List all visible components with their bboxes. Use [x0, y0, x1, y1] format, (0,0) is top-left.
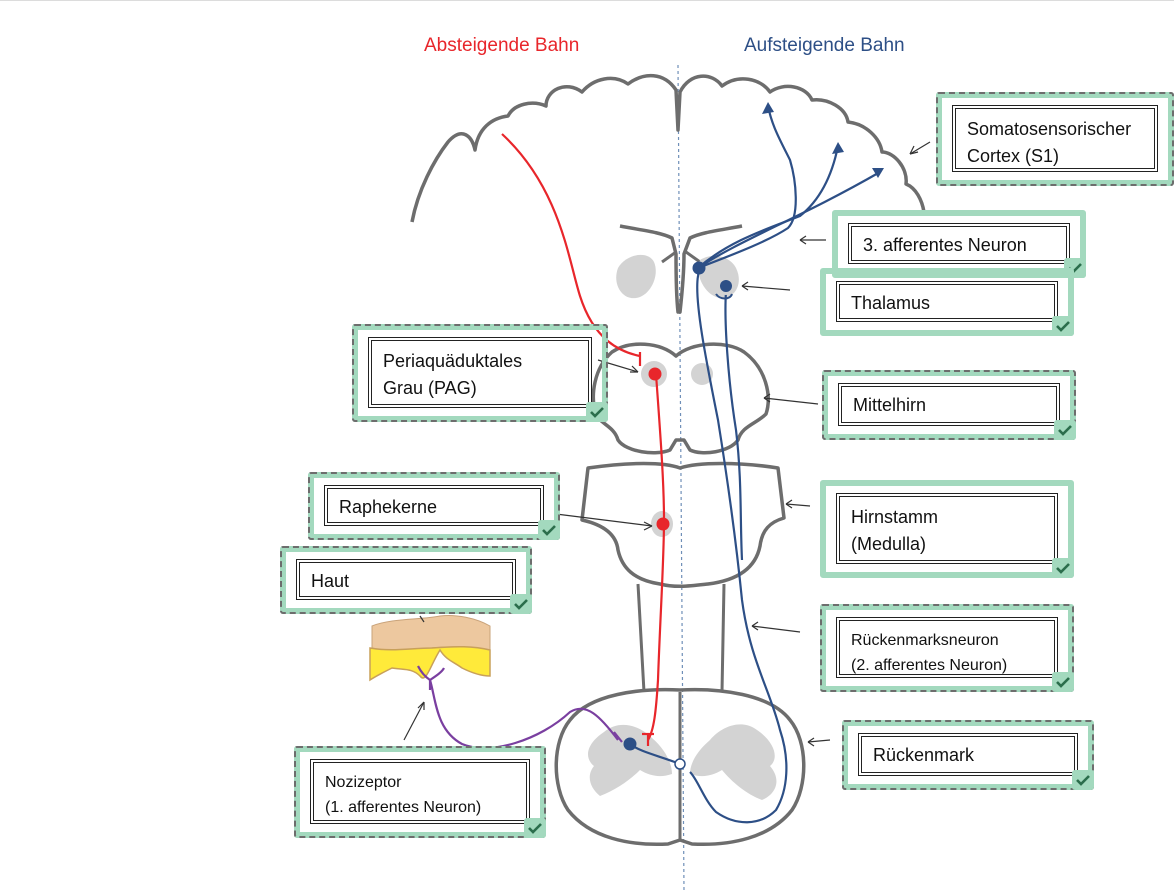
- thalamus-neuron: [692, 261, 706, 275]
- commissure-point: [674, 758, 686, 770]
- cortex-label-zone[interactable]: Somatosensorischer Cortex (S1): [936, 92, 1174, 186]
- neuron3-label-zone[interactable]: 3. afferentes Neuron: [832, 210, 1086, 278]
- spinal-cord-label-line1: Rückenmark: [873, 745, 975, 765]
- spinal-tract-outline: [636, 583, 726, 693]
- raphe-label-line1: Raphekerne: [339, 497, 438, 517]
- midbrain-label-zone[interactable]: Mittelhirn: [822, 370, 1076, 440]
- skin-fat-layer: [369, 645, 491, 682]
- check-icon: [1054, 420, 1076, 440]
- neuron3-label-box: 3. afferentes Neuron: [848, 223, 1070, 264]
- spinal-neuron-label-box: Rückenmarksneuron (2. afferentes Neuron): [836, 617, 1058, 678]
- spinal-cord-label-zone[interactable]: Rückenmark: [842, 720, 1094, 790]
- arrowhead-1: [762, 102, 774, 114]
- skin-label-line1: Haut: [311, 571, 350, 591]
- medulla-outline: [580, 461, 786, 589]
- raphe-label-box: Raphekerne: [324, 485, 544, 526]
- medulla-label-line2: (Medulla): [851, 534, 927, 554]
- spinal-neuron-label-line2: (2. afferentes Neuron): [851, 657, 1008, 674]
- pag-label-box: Periaquäduktales Grau (PAG): [368, 337, 592, 408]
- thalamus-inner: [661, 250, 701, 264]
- check-icon: [538, 520, 560, 540]
- check-icon: [1052, 558, 1074, 578]
- pag-label-line1: Periaquäduktales: [383, 351, 523, 371]
- raphe-neuron: [656, 517, 670, 531]
- cortex-label-line2: Cortex (S1): [967, 146, 1060, 166]
- cortex-label-box: Somatosensorischer Cortex (S1): [952, 105, 1158, 172]
- thalamus-outline: [619, 224, 743, 314]
- skin-label-box: Haut: [296, 559, 516, 600]
- medulla-label-zone[interactable]: Hirnstamm (Medulla): [820, 480, 1074, 578]
- grey-matter-left: [588, 724, 672, 796]
- check-icon: [510, 594, 532, 614]
- midbrain-outline: [591, 342, 770, 455]
- nociceptor-label-line1: Nozizeptor: [325, 774, 402, 791]
- descending-pathway-header: Absteigende Bahn: [424, 35, 580, 56]
- thalamus-label-zone[interactable]: Thalamus: [820, 268, 1074, 336]
- ascending-pathway: [629, 105, 881, 824]
- spinal-neuron-label-line1: Rückenmarksneuron: [851, 632, 999, 649]
- nociceptor-label-line2: (1. afferentes Neuron): [325, 799, 482, 816]
- cortex-label-line1: Somatosensorischer: [967, 119, 1132, 139]
- thalamus-nucleus-left: [616, 254, 656, 299]
- neuron3-label-line1: 3. afferentes Neuron: [863, 235, 1027, 255]
- check-icon: [1052, 316, 1074, 336]
- pag-label-line2: Grau (PAG): [383, 378, 477, 398]
- arrowhead-3: [872, 168, 884, 178]
- ascending-pathway-header: Aufsteigende Bahn: [744, 35, 905, 56]
- thalamus-synapse: [715, 293, 733, 300]
- thalamus-label-box: Thalamus: [836, 281, 1058, 322]
- cortex-outline: [410, 74, 926, 223]
- medulla-label-line1: Hirnstamm: [851, 507, 939, 527]
- pag-neuron: [648, 367, 662, 381]
- raphe-label-zone[interactable]: Raphekerne: [308, 472, 560, 540]
- arrowhead-2: [832, 142, 844, 154]
- descending-pathway: [501, 133, 666, 746]
- thalamus-label-line1: Thalamus: [851, 293, 931, 313]
- skin-top-layer: [371, 615, 491, 651]
- medulla-label-box: Hirnstamm (Medulla): [836, 493, 1058, 564]
- nociceptor-label-zone[interactable]: Nozizeptor (1. afferentes Neuron): [294, 746, 546, 838]
- midbrain-label-box: Mittelhirn: [838, 383, 1060, 426]
- skin-label-zone[interactable]: Haut: [280, 546, 532, 614]
- pag-label-zone[interactable]: Periaquäduktales Grau (PAG): [352, 324, 608, 422]
- grey-matter-right: [690, 724, 777, 800]
- check-icon: [586, 402, 608, 422]
- midbrain-label-line1: Mittelhirn: [853, 395, 927, 415]
- check-icon: [1072, 770, 1094, 790]
- check-icon: [524, 818, 546, 838]
- check-icon: [1052, 672, 1074, 692]
- spinal-neuron: [623, 737, 637, 751]
- spinal-neuron-label-zone[interactable]: Rückenmarksneuron (2. afferentes Neuron): [820, 604, 1074, 692]
- nociceptor-label-box: Nozizeptor (1. afferentes Neuron): [310, 759, 530, 824]
- nociceptor-fiber: [417, 665, 623, 750]
- thalamus-neuron-2: [720, 280, 732, 292]
- spinal-cord-label-box: Rückenmark: [858, 733, 1078, 776]
